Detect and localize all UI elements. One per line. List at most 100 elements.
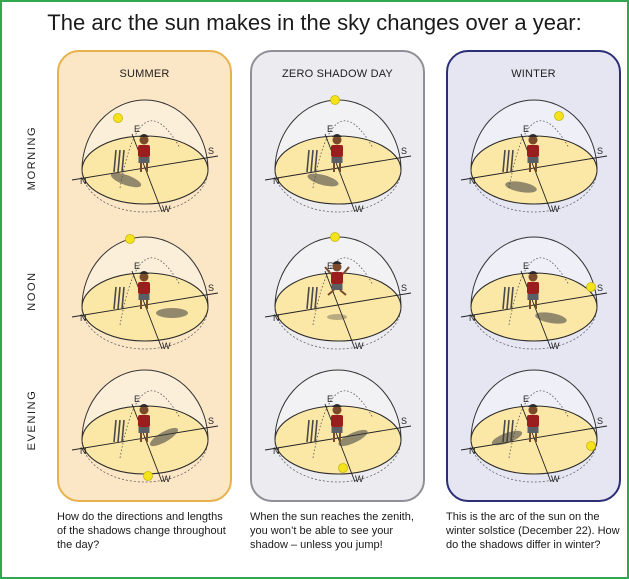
sun-path-arc (119, 120, 181, 189)
compass-s-label: S (208, 146, 214, 156)
compass-w-label: W (162, 474, 171, 484)
compass-e-label: E (327, 394, 333, 404)
east-west-axis (131, 270, 163, 350)
compass-n-label: N (80, 313, 87, 323)
compass-s-label: S (597, 283, 603, 293)
compass-n-label: N (273, 176, 280, 186)
compass-s-label: S (401, 146, 407, 156)
compass-w-label: W (162, 341, 171, 351)
panel-title-winter: WINTER (511, 68, 556, 80)
compass-w-label: W (355, 474, 364, 484)
boy-figure (527, 404, 539, 442)
cricket-stumps (306, 286, 318, 310)
compass-e-label: E (327, 124, 333, 134)
cricket-stumps (113, 149, 125, 173)
east-west-axis (520, 403, 552, 483)
compass-s-label: S (401, 416, 407, 426)
compass-w-label: W (162, 204, 171, 214)
compass-n-label: N (273, 446, 280, 456)
boy-figure (138, 404, 150, 442)
sun-path-arc (312, 120, 374, 189)
boy-figure (527, 271, 539, 309)
east-west-axis (131, 403, 163, 483)
compass-e-label: E (327, 261, 333, 271)
panel-title-zero-shadow-day: ZERO SHADOW DAY (282, 68, 393, 80)
compass-s-label: S (208, 416, 214, 426)
east-west-axis (324, 133, 356, 213)
sun-path-arc (508, 390, 570, 459)
caption-zero-shadow-day: When the sun reaches the zenith, you won… (250, 511, 414, 551)
person-shadow (156, 308, 188, 318)
panel-title-summer: SUMMER (119, 68, 170, 80)
compass-s-label: S (597, 146, 603, 156)
sun-icon (330, 232, 340, 242)
boy-figure (138, 271, 150, 309)
row-label-morning: MORNING (26, 125, 38, 191)
compass-e-label: E (134, 261, 140, 271)
sun-icon (554, 111, 564, 121)
dome-summer-evening: N S E W (71, 369, 219, 484)
sun-icon (586, 441, 596, 451)
compass-w-label: W (551, 341, 560, 351)
person-shadow (338, 429, 368, 447)
east-west-axis (131, 133, 163, 213)
dome-winter-noon: N S E W (460, 236, 608, 351)
sun-path-arc (119, 257, 181, 326)
caption-winter: This is the arc of the sun on the winter… (446, 511, 620, 551)
cricket-stumps (113, 419, 125, 443)
caption-summer: How do the directions and lengths of the… (57, 511, 226, 551)
compass-e-label: E (523, 394, 529, 404)
person-shadow (149, 427, 179, 447)
compass-e-label: E (523, 124, 529, 134)
cricket-stumps (502, 286, 514, 310)
person-shadow (505, 181, 537, 193)
sun-icon (338, 463, 348, 473)
boy-figure (527, 134, 539, 172)
sun-path-arc (508, 257, 570, 326)
compass-s-label: S (401, 283, 407, 293)
compass-n-label: N (273, 313, 280, 323)
east-west-axis (520, 133, 552, 213)
boy-figure (331, 404, 343, 442)
page-title: The arc the sun makes in the sky changes… (47, 10, 582, 35)
compass-s-label: S (597, 416, 603, 426)
east-west-axis (324, 270, 356, 350)
compass-w-label: W (551, 204, 560, 214)
cricket-stumps (306, 419, 318, 443)
sun-path-arc (312, 390, 374, 459)
compass-e-label: E (523, 261, 529, 271)
person-shadow (535, 312, 567, 324)
sun-icon (330, 95, 340, 105)
compass-w-label: W (355, 204, 364, 214)
compass-n-label: N (469, 176, 476, 186)
sun-icon (113, 113, 123, 123)
person-shadow (491, 430, 523, 446)
person-shadow (327, 314, 347, 320)
row-label-noon: NOON (26, 271, 38, 311)
boy-figure (324, 261, 350, 296)
compass-n-label: N (80, 446, 87, 456)
cricket-stumps (502, 149, 514, 173)
cricket-stumps (113, 286, 125, 310)
compass-w-label: W (355, 341, 364, 351)
sun-path-arc (119, 390, 181, 459)
person-shadow (110, 172, 142, 188)
sun-icon (586, 282, 596, 292)
dome-zero-noon: N S E W (264, 232, 412, 351)
east-west-axis (520, 270, 552, 350)
dome-zero-evening: N S E W (264, 369, 412, 484)
dome-winter-morning: N S E W (460, 99, 608, 214)
boy-figure (138, 134, 150, 172)
compass-n-label: N (469, 446, 476, 456)
compass-e-label: E (134, 124, 140, 134)
sun-path-arc (508, 120, 570, 189)
sun-path-arc (312, 257, 374, 326)
compass-n-label: N (469, 313, 476, 323)
compass-e-label: E (134, 394, 140, 404)
dome-zero-morning: N S E W (264, 95, 412, 214)
row-label-evening: EVENING (26, 389, 38, 451)
person-shadow (307, 173, 339, 187)
